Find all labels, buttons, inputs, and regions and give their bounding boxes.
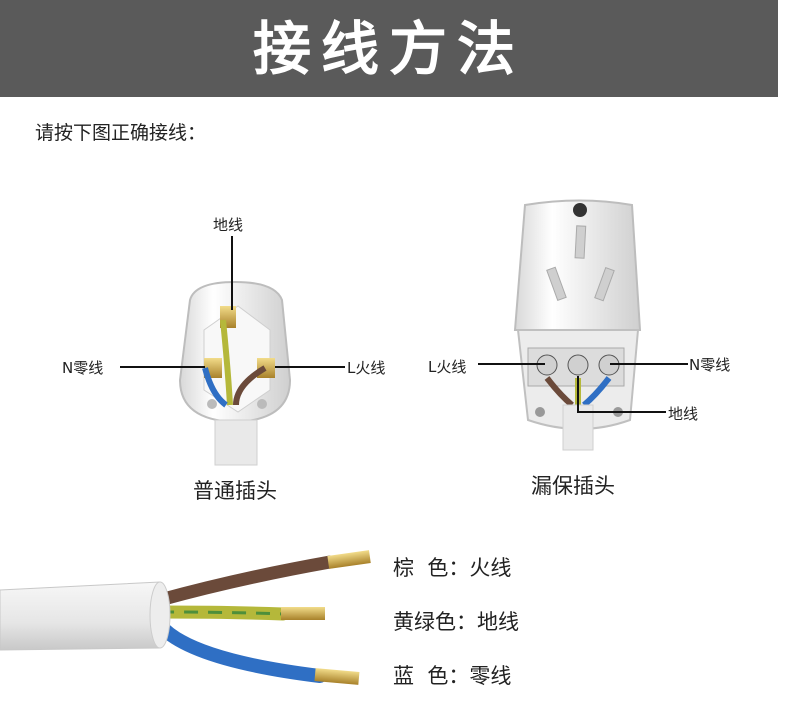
legend-separator: ： xyxy=(448,556,470,580)
legend-color-name: 黄绿色 xyxy=(393,610,456,634)
legend-color-name: 棕 色 xyxy=(393,556,449,580)
legend-function: 零线 xyxy=(469,664,512,688)
legend-function: 地线 xyxy=(477,610,519,634)
cable-image xyxy=(0,550,371,685)
title-banner: 接线方法 xyxy=(0,0,778,97)
page-title: 接线方法 xyxy=(252,15,525,83)
legend-color-name: 蓝 色 xyxy=(393,664,449,688)
leakage-ground-label: 地线 xyxy=(668,405,699,423)
standard-neutral-label: N零线 xyxy=(62,359,104,377)
legend-row-brown: 棕 色：火线 xyxy=(393,552,511,582)
legend-row-yellow-green: 黄绿色：地线 xyxy=(393,606,519,636)
standard-plug-caption: 普通插头 xyxy=(193,479,277,503)
leakage-live-label: L火线 xyxy=(428,358,467,376)
standard-ground-label: 地线 xyxy=(213,216,244,234)
standard-live-label: L火线 xyxy=(347,359,386,377)
leakage-neutral-label: N零线 xyxy=(689,356,731,374)
legend-separator: ： xyxy=(448,664,470,688)
legend-row-blue: 蓝 色：零线 xyxy=(393,660,511,690)
leakage-plug-caption: 漏保插头 xyxy=(531,474,615,498)
leakage-plug-image xyxy=(513,199,642,451)
standard-plug-image xyxy=(178,280,292,466)
legend-function: 火线 xyxy=(469,556,512,580)
instruction-text: 请按下图正确接线： xyxy=(35,122,207,144)
legend-separator: ： xyxy=(456,610,477,634)
